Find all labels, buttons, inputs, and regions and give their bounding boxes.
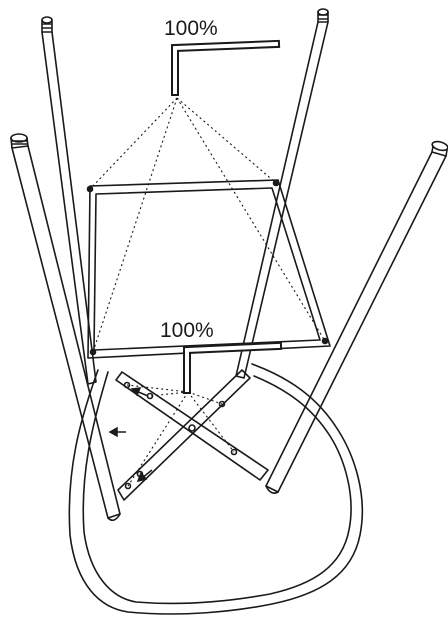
seat-shell bbox=[68, 363, 364, 615]
top-guide-lines bbox=[89, 97, 326, 353]
top-torque-label: 100% bbox=[164, 17, 218, 40]
allen-key-icon bbox=[171, 39, 281, 96]
leg-front-left bbox=[11, 145, 121, 519]
leg-back-right bbox=[235, 21, 329, 379]
arrow-left-icon bbox=[136, 469, 153, 483]
arrow-left-icon bbox=[130, 387, 149, 397]
allen-key-icon bbox=[183, 341, 283, 394]
middle-guide-lines bbox=[126, 384, 235, 487]
leg-back-left bbox=[41, 31, 97, 385]
chair-legs bbox=[10, 8, 448, 522]
arrow-left-icon bbox=[108, 426, 126, 438]
middle-torque-label: 100% bbox=[160, 319, 214, 342]
leg-front-right bbox=[265, 151, 447, 493]
seat-inner-edge bbox=[82, 371, 352, 605]
